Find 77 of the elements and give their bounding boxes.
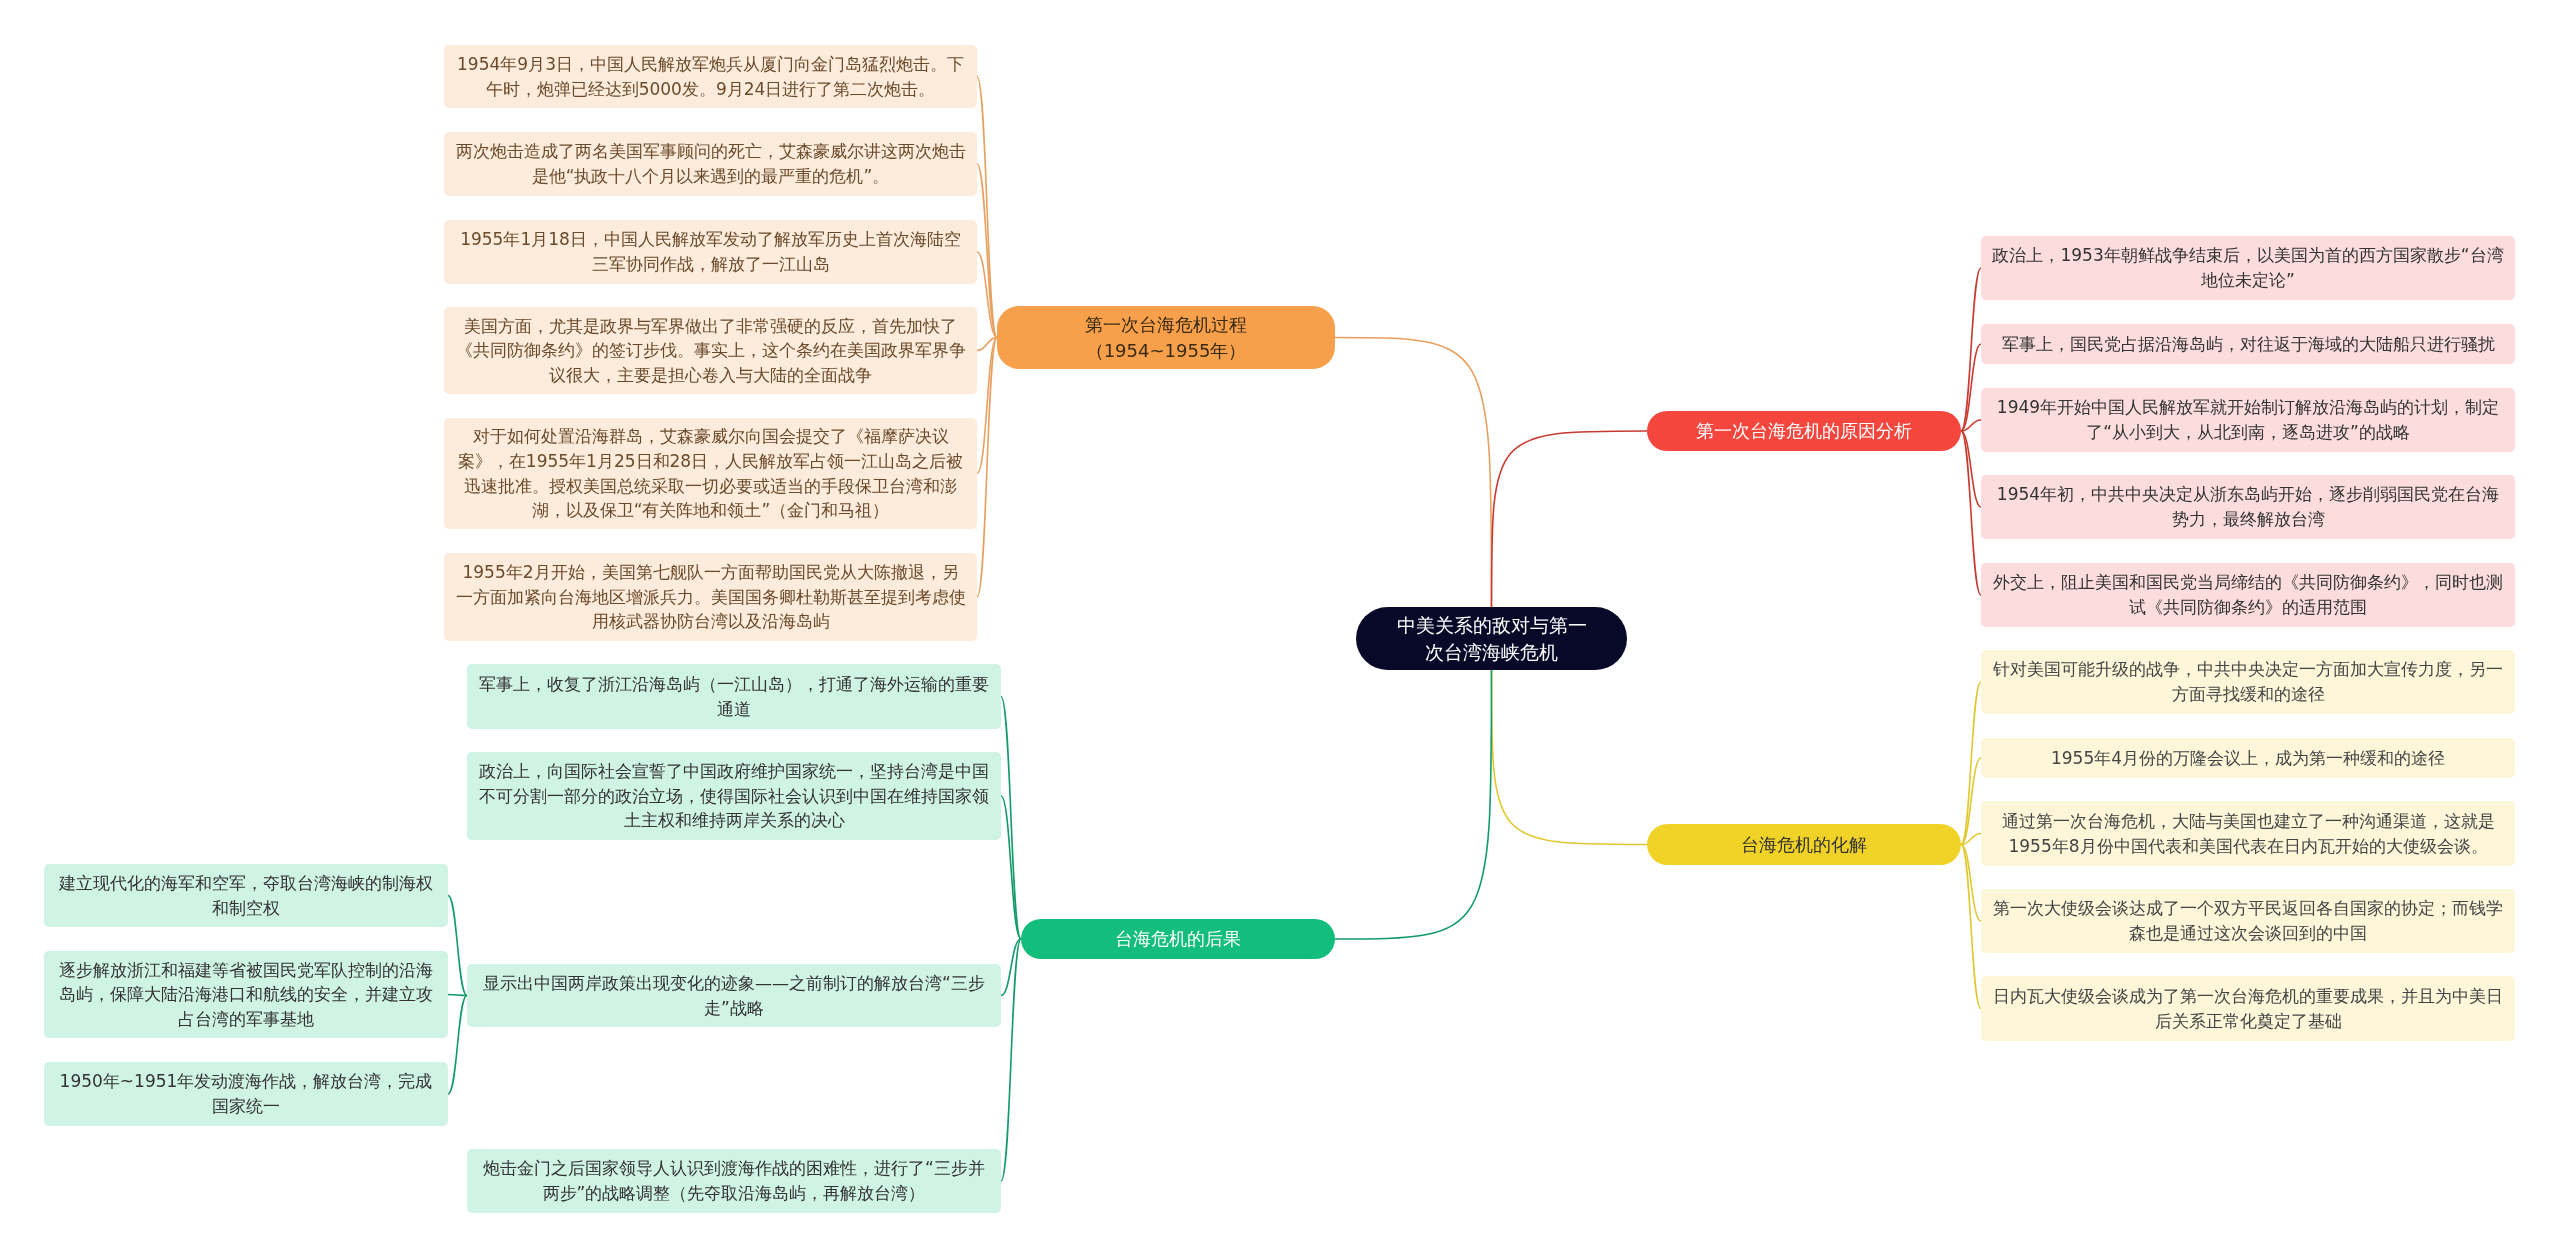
- topic-text: 建立现代化的海军和空军，夺取台湾海峡的制海权和制空权: [58, 871, 434, 920]
- topic-text: 通过第一次台海危机，大陆与美国也建立了一种沟通渠道，这就是1955年8月份中国代表和美国代表在日内瓦开始的大使级会谈。: [2000, 809, 2496, 858]
- subtopic-card: [444, 307, 977, 394]
- topic-text: 台海危机的化解: [1741, 832, 1867, 857]
- topic-text: 逐步解放浙江和福建等省被国民党军队控制的沿海岛屿，保障大陆沿海港口和航线的安全，并建立攻占台湾的军事基地: [58, 958, 434, 1031]
- topic-text: 1949年开始中国人民解放军就开始制订解放沿海岛屿的计划，制定了“从小到大，从北到南，逐岛进攻”的战略: [1995, 396, 2501, 444]
- topic-text: 1955年1月18日，中国人民解放军发动了解放军历史上首次海陆空三军协同作战，解放了一江山岛: [459, 228, 962, 276]
- topic-text: 政治上，1953年朝鲜战争结束后，以美国为首的西方国家散步“台湾地位未定论”: [1991, 244, 2505, 292]
- branch-connector: [1000, 938, 1022, 1182]
- topic-text: 1954年初，中共中央决定从浙东岛屿开始，逐步削弱国民党在台海势力，最终解放台湾: [1995, 483, 2501, 531]
- branch-connector: [976, 336, 998, 598]
- subtopic-card: [44, 951, 448, 1038]
- topic-text: 第一次台海危机的原因分析: [1696, 419, 1912, 444]
- branch-connector: [1960, 419, 1982, 432]
- topic-text: 军事上，收复了浙江沿海岛屿（一江山岛），打通了海外运输的重要通道: [478, 672, 990, 721]
- branch-connector: [1490, 430, 1648, 608]
- branch-connector: [1000, 795, 1022, 940]
- branch-connector: [976, 251, 998, 339]
- branch-connector: [1960, 681, 1982, 846]
- branch-connector: [447, 993, 468, 997]
- subtopic-card: [1981, 976, 2515, 1041]
- subtopic-card: [44, 864, 448, 927]
- topic-text: 第一次台海危机过程（1954~1955年）: [1084, 313, 1248, 363]
- topic-text: 1955年2月开始，美国第七舰队一方面帮助国民党从大陈撤退，另一方面加紧向台海地区增派兵力。美国国务卿杜勒斯甚至提到考虑使用核武器协防台湾以及沿海岛屿: [454, 561, 967, 634]
- topic-text: 军事上，国民党占据沿海岛屿，对往返于海域的大陆船只进行骚扰: [2001, 332, 2495, 356]
- branch-topic: [1021, 919, 1335, 959]
- branch-connector: [1960, 843, 1982, 922]
- topic-text: 对于如何处置沿海群岛，艾森豪威尔向国会提交了《福摩萨决议案》，在1955年1月25日和28日，人民解放军占领一江山岛之后被迅速批准。授权美国总统采取一切必要或适当的手段保卫台湾和澎湖，以及保卫“有关阵地和领土”（金门和马祖）: [456, 425, 965, 523]
- branch-connector: [1334, 669, 1493, 940]
- subtopic-card: [444, 553, 977, 641]
- branch-connector: [447, 894, 468, 997]
- subtopic-card: [1981, 889, 2515, 953]
- topic-text: 中美关系的敌对与第一次台湾海峡危机: [1396, 612, 1587, 665]
- topic-text: 炮击金门之后国家领导人认识到渡海作战的困难性，进行了“三步并两步”的战略调整（先夺取沿海岛屿，再解放台湾）: [482, 1157, 986, 1205]
- subtopic-card: [444, 45, 977, 108]
- subtopic-card: [467, 964, 1001, 1027]
- subtopic-card: [1981, 801, 2515, 866]
- topic-text: 1955年4月份的万隆会议上，成为第一种缓和的途径: [2050, 746, 2446, 770]
- branch-connector: [1960, 430, 1982, 596]
- subtopic-card: [1981, 324, 2515, 364]
- subtopic-card: [1981, 563, 2515, 627]
- subtopic-card: [44, 1062, 448, 1126]
- branch-topic: [1647, 824, 1961, 865]
- branch-topic: [1647, 411, 1961, 451]
- branch-connector: [1960, 757, 1982, 846]
- topic-text: 显示出中国两岸政策出现变化的迹象——之前制订的解放台湾“三步走”战略: [482, 971, 986, 1020]
- topic-text: 1950年~1951年发动渡海作战，解放台湾，完成国家统一: [58, 1070, 434, 1118]
- subtopic-card: [1981, 236, 2515, 300]
- branch-connector: [447, 994, 468, 1095]
- topic-text: 针对美国可能升级的战争，中共中央决定一方面加大宣传力度，另一方面寻找缓和的途径: [1992, 658, 2504, 706]
- branch-connector: [1960, 430, 1982, 508]
- branch-connector: [976, 336, 998, 475]
- topic-text: 两次炮击造成了两名美国军事顾问的死亡，艾森豪威尔讲这两次炮击是他“执政十八个月以来遇到的最严重的危机”。: [454, 140, 967, 188]
- subtopic-card: [467, 752, 1001, 840]
- subtopic-card: [1981, 388, 2515, 452]
- subtopic-card: [1981, 738, 2515, 778]
- subtopic-card: [467, 1149, 1001, 1213]
- topic-text: 日内瓦大使级会谈成为了第一次台海危机的重要成果，并且为中美日后关系正常化奠定了基础: [1992, 984, 2504, 1033]
- branch-connector: [1000, 938, 1022, 997]
- branch-connector: [976, 336, 998, 352]
- topic-text: 1954年9月3日，中国人民解放军炮兵从厦门向金门岛猛烈炮击。下午时，炮弹已经达到5000发。9月24日进行了第二次炮击。: [456, 52, 965, 101]
- topic-text: 第一次大使级会谈达成了一个双方平民返回各自国家的协定；而钱学森也是通过这次会谈回到的中国: [1992, 897, 2504, 945]
- branch-connector: [1960, 343, 1982, 432]
- topic-text: 外交上，阻止美国和国民党当局缔结的《共同防御条约》，同时也测试《共同防御条约》的适用范围: [1992, 571, 2504, 619]
- topic-text: 政治上，向国际社会宣誓了中国政府维护国家统一，坚持台湾是中国不可分割一部分的政治立场，使得国际社会认识到中国在维持国家领土主权和维持两岸关系的决心: [478, 760, 990, 833]
- subtopic-card: [467, 664, 1001, 729]
- branch-connector: [1960, 267, 1982, 432]
- subtopic-card: [1981, 475, 2515, 539]
- branch-topic: [997, 306, 1335, 369]
- branch-connector: [1960, 843, 1982, 1010]
- topic-text: 台海危机的后果: [1115, 927, 1241, 952]
- subtopic-card: [1981, 650, 2515, 714]
- subtopic-card: [444, 418, 977, 529]
- subtopic-card: [444, 220, 977, 284]
- branch-connector: [1960, 832, 1982, 846]
- topic-text: 美国方面，尤其是政界与军界做出了非常强硬的反应，首先加快了《共同防御条约》的签订步伐。事实上，这个条约在美国政界军界争议很大，主要是担心卷入与大陆的全面战争: [454, 314, 967, 387]
- subtopic-card: [444, 132, 977, 196]
